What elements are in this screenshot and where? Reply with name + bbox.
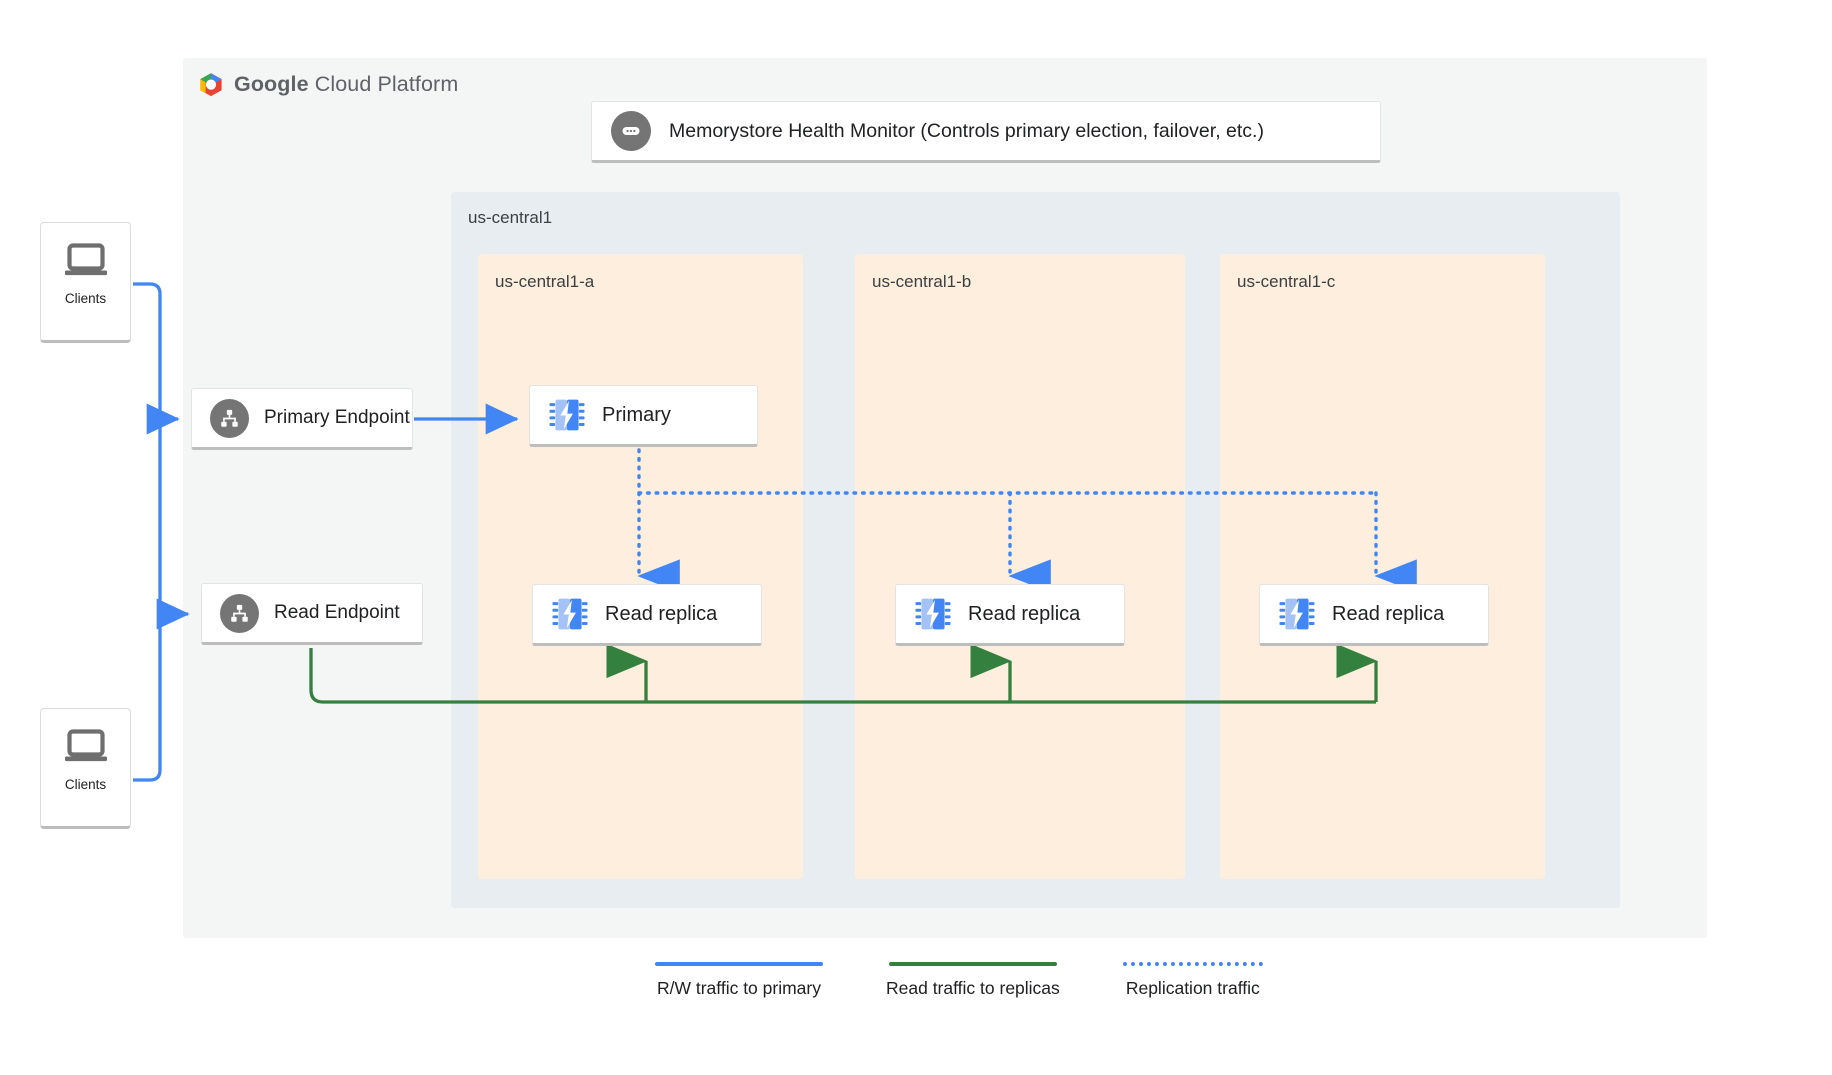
zone-panel-us-central1-c (1220, 254, 1545, 879)
laptop-icon (64, 243, 107, 276)
legend-label-rw-traffic: R/W traffic to primary (656, 978, 821, 998)
gcp-logo-google: Google (234, 72, 309, 96)
zone-panel-us-central1-b (855, 254, 1185, 879)
read-replica-label-c: Read replica (1332, 602, 1445, 625)
clients-card-bottom[interactable]: Clients (40, 708, 131, 829)
laptop-icon (64, 729, 107, 762)
legend-item-read-traffic: Read traffic to replicas (886, 962, 1060, 999)
legend-swatch-blue-dotted (1122, 962, 1263, 966)
clients-card-top[interactable]: Clients (40, 222, 131, 343)
gcp-logo-cloud-platform: Cloud Platform (314, 72, 459, 96)
primary-node-label: Primary (602, 403, 671, 426)
zone-panel-us-central1-a (478, 254, 803, 879)
read-replica-card-c[interactable]: Read replica (1259, 584, 1489, 646)
read-replica-label-a: Read replica (605, 602, 718, 625)
legend-swatch-green-solid (888, 962, 1057, 966)
legend-item-rw-traffic: R/W traffic to primary (655, 962, 823, 999)
zone-label-c: us-central1-c (1237, 272, 1336, 291)
zone-label-b: us-central1-b (872, 272, 972, 291)
region-label: us-central1 (468, 208, 553, 227)
network-endpoint-icon (220, 593, 259, 633)
read-replica-label-b: Read replica (968, 602, 1081, 625)
legend-swatch-blue-solid (655, 962, 823, 966)
health-monitor-icon (611, 111, 651, 151)
memorystore-chip-icon (915, 598, 951, 630)
health-monitor-label: Memorystore Health Monitor (Controls pri… (669, 119, 1264, 142)
read-replica-card-a[interactable]: Read replica (532, 584, 762, 646)
memorystore-chip-icon (552, 598, 588, 630)
primary-endpoint-card[interactable]: Primary Endpoint (191, 388, 413, 450)
memorystore-chip-icon (1279, 598, 1315, 630)
zone-label-a: us-central1-a (495, 272, 595, 291)
primary-node-card[interactable]: Primary (529, 385, 758, 447)
network-endpoint-icon (210, 398, 249, 438)
clients-label-top: Clients (64, 291, 107, 306)
gcp-logo-text: Google Cloud Platform (234, 72, 458, 97)
health-monitor-card[interactable]: Memorystore Health Monitor (Controls pri… (591, 101, 1381, 163)
google-cloud-hexagon-icon (200, 73, 222, 97)
legend-label-read-traffic: Read traffic to replicas (886, 978, 1060, 998)
read-endpoint-card[interactable]: Read Endpoint (201, 583, 423, 645)
read-endpoint-label: Read Endpoint (274, 602, 400, 623)
legend-label-replication-traffic: Replication traffic (1125, 978, 1260, 998)
read-replica-card-b[interactable]: Read replica (895, 584, 1125, 646)
client-to-endpoint-wires (133, 282, 190, 782)
google-cloud-platform-logo: Google Cloud Platform (197, 72, 458, 97)
memorystore-chip-icon (549, 399, 585, 431)
clients-label-bottom: Clients (64, 777, 107, 792)
primary-endpoint-label: Primary Endpoint (264, 407, 410, 428)
legend: R/W traffic to primary Read traffic to r… (655, 962, 1263, 999)
legend-item-replication-traffic: Replication traffic (1122, 962, 1263, 999)
